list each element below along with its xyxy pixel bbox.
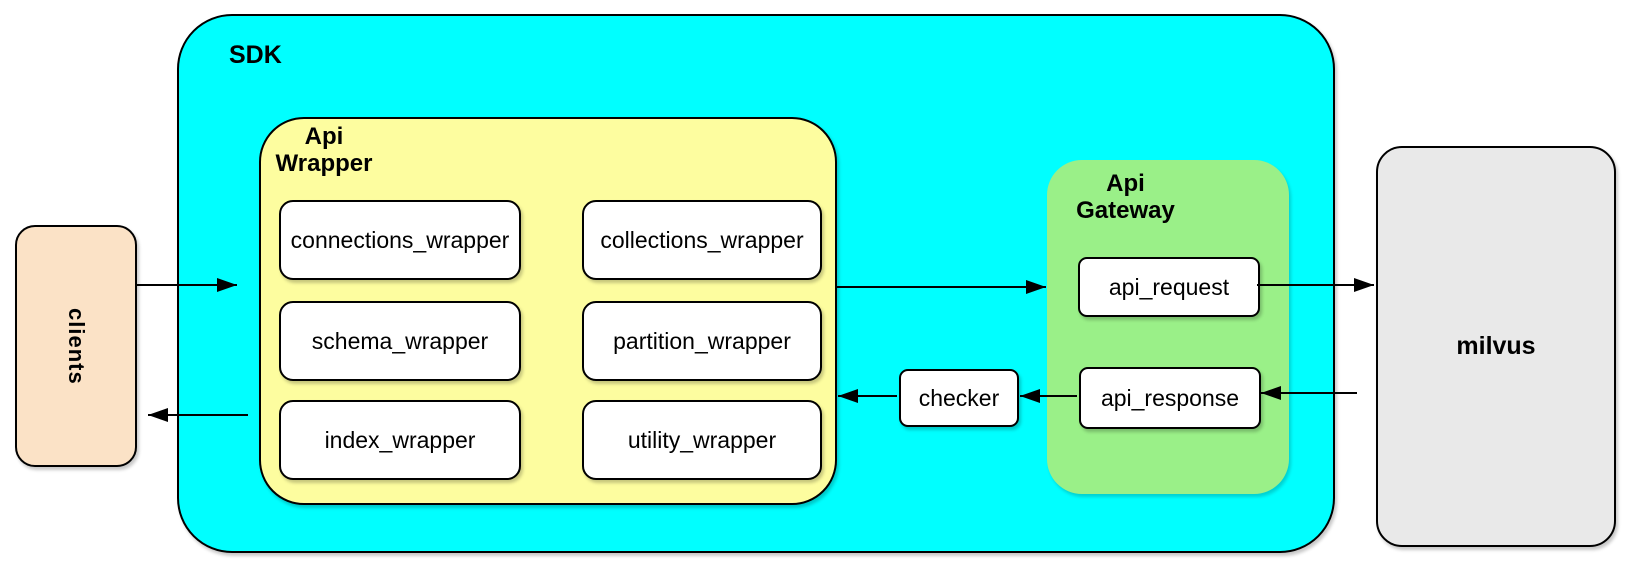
api-response-node: api_response bbox=[1079, 367, 1261, 429]
wrapper-box-partition: partition_wrapper bbox=[582, 301, 822, 381]
checker-node: checker bbox=[899, 369, 1019, 427]
schema-wrapper-label: schema_wrapper bbox=[311, 327, 489, 354]
api-gateway-label-line2: Gateway bbox=[1076, 197, 1175, 224]
api-gateway-label-line1: Api bbox=[1106, 170, 1145, 197]
partition-wrapper-label: partition_wrapper bbox=[613, 327, 791, 354]
milvus-node: milvus bbox=[1376, 146, 1616, 547]
api-wrapper-label-line1: Api bbox=[304, 123, 344, 150]
utility-wrapper-label: utility_wrapper bbox=[627, 426, 777, 453]
wrapper-box-utility: utility_wrapper bbox=[582, 400, 822, 480]
api-request-label: api_request bbox=[1108, 273, 1230, 300]
connections-wrapper-label: connections_wrapper bbox=[290, 226, 510, 253]
wrapper-box-schema: schema_wrapper bbox=[279, 301, 521, 381]
sdk-label: SDK bbox=[229, 41, 282, 69]
milvus-label: milvus bbox=[1456, 332, 1536, 360]
api-response-label: api_response bbox=[1100, 384, 1240, 411]
checker-label: checker bbox=[918, 384, 1000, 411]
wrapper-box-collections: collections_wrapper bbox=[582, 200, 822, 280]
collections-wrapper-label: collections_wrapper bbox=[600, 226, 804, 253]
clients-node: clients bbox=[15, 225, 137, 467]
clients-label: clients bbox=[64, 307, 89, 385]
api-wrapper-label-line2: Wrapper bbox=[275, 150, 373, 177]
index-wrapper-label: index_wrapper bbox=[324, 426, 476, 453]
wrapper-box-connections: connections_wrapper bbox=[279, 200, 521, 280]
wrapper-box-index: index_wrapper bbox=[279, 400, 521, 480]
api-request-node: api_request bbox=[1078, 257, 1260, 317]
